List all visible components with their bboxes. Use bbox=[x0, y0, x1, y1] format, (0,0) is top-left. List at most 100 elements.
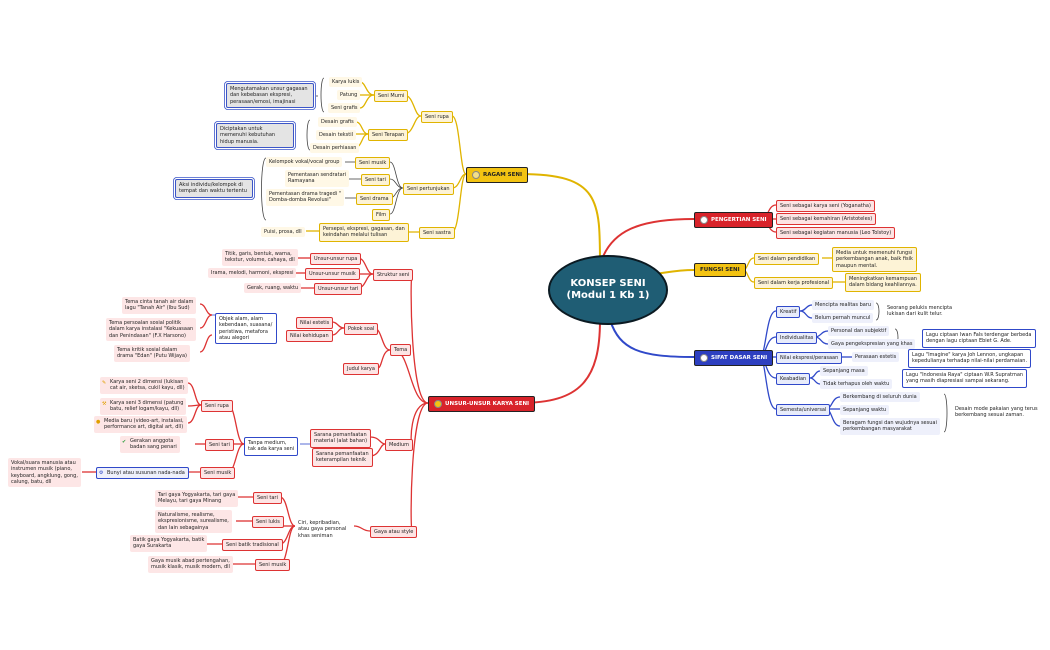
node-berkembang[interactable]: Berkembang di seluruh dunia bbox=[840, 392, 920, 403]
node-seni-sastra[interactable]: Seni sastra bbox=[419, 227, 455, 240]
node-seni-musik[interactable]: Seni musik bbox=[355, 157, 391, 170]
node-pementasan-ramayana[interactable]: Pementasan sendratari Ramayana bbox=[285, 170, 350, 187]
node-sepanjang-waktu[interactable]: Sepanjang waktu bbox=[840, 405, 890, 416]
node-judul-karya[interactable]: Judul karya bbox=[343, 363, 379, 376]
node-pokok-soal[interactable]: Pokok soal bbox=[344, 323, 379, 336]
node-struktur-seni[interactable]: Struktur seni bbox=[373, 269, 414, 282]
node-keabadian[interactable]: Keabadian bbox=[776, 373, 811, 386]
node-seni-pendidikan[interactable]: Seni dalam pendidikan bbox=[754, 253, 820, 266]
node-gaya-musik-desc[interactable]: Gaya musik abad pertengahan, musik klasi… bbox=[148, 556, 233, 573]
node-belum-muncul[interactable]: Belum pernah muncul bbox=[812, 313, 874, 324]
node-tanpa-medium[interactable]: Tanpa medium, tak ada karya seni bbox=[244, 437, 299, 456]
node-gaya-khas[interactable]: Gaya pengekspresian yang khas bbox=[828, 339, 916, 350]
node-gaya-batik-desc[interactable]: Batik gaya Yogyakarta, batik gaya Suraka… bbox=[130, 535, 208, 552]
node-media-baru[interactable]: ●Media baru (video-art, instalasi, perfo… bbox=[94, 416, 187, 433]
hammer-icon: ⚒ bbox=[102, 401, 107, 407]
node-unsur-tari[interactable]: Unsur-unsur tari bbox=[314, 283, 363, 296]
node-personal[interactable]: Personal dan subjektif bbox=[828, 326, 890, 337]
node-seni-drama[interactable]: Seni drama bbox=[356, 193, 393, 206]
node-desain-grafis[interactable]: Desain grafis bbox=[318, 117, 357, 128]
hub-ragam-seni[interactable]: RAGAM SENI bbox=[466, 167, 529, 183]
node-nilai-estetis[interactable]: Nilai estetis bbox=[296, 317, 334, 330]
node-tema[interactable]: Tema bbox=[390, 344, 412, 357]
label: Karya seni 3 dimensi (patung batu, relie… bbox=[110, 400, 184, 413]
node-gerakan[interactable]: ✔Gerakan anggota badan sang penari bbox=[120, 436, 180, 453]
node-pendidikan-desc[interactable]: Media untuk memenuhi fungsi perkembangan… bbox=[832, 247, 917, 272]
node-kreatif[interactable]: Kreatif bbox=[776, 306, 801, 319]
node-seni-pertunjukan[interactable]: Seni pertunjukan bbox=[403, 183, 454, 196]
node-gaya-style[interactable]: Gaya atau style bbox=[370, 526, 418, 539]
node-gaya-lukis[interactable]: Seni lukis bbox=[252, 516, 284, 529]
node-medium-rupa[interactable]: Seni rupa bbox=[201, 400, 233, 413]
node-seni-tari[interactable]: Seni tari bbox=[361, 174, 390, 187]
node-persepsi[interactable]: Persepsi, ekspresi, gagasan, dan keindah… bbox=[319, 223, 409, 242]
node-tema-persoalan[interactable]: Tema persoalan sosial politik dalam kary… bbox=[106, 318, 197, 341]
node-pengertian-1[interactable]: Seni sebagai karya seni (Yoganatha) bbox=[776, 200, 875, 213]
node-karya-3d[interactable]: ⚒Karya seni 3 dimensi (patung batu, reli… bbox=[100, 398, 187, 415]
node-desain-perhiasan[interactable]: Desain perhiasan bbox=[310, 143, 360, 154]
node-gaya-batik[interactable]: Seni batik tradisional bbox=[222, 539, 283, 552]
node-seni-terapan[interactable]: Seni Terapan bbox=[368, 129, 409, 142]
node-nilai-kehidupan[interactable]: Nilai kehidupan bbox=[286, 330, 333, 343]
hub-fungsi-seni[interactable]: FUNGSI SENI bbox=[694, 263, 746, 277]
label: Media baru (video-art, instalasi, perfor… bbox=[104, 418, 184, 431]
node-tidak-terhapus[interactable]: Tidak terhapus oleh waktu bbox=[820, 379, 893, 390]
node-unsur-rupa[interactable]: Unsur-unsur rupa bbox=[310, 253, 362, 266]
note-individualitas: Lagu ciptaan Iwan Fals terdengar berbeda… bbox=[922, 329, 1036, 348]
node-puisi[interactable]: Puisi, prosa, dll bbox=[261, 227, 305, 238]
node-perasaan-estetis[interactable]: Perasaan estetis bbox=[852, 352, 900, 363]
node-medium-musik[interactable]: Seni musik bbox=[200, 467, 236, 480]
node-gerak[interactable]: Gerak, ruang, waktu bbox=[244, 283, 302, 294]
node-medium[interactable]: Medium bbox=[385, 439, 413, 452]
label: Gerakan anggota badan sang penari bbox=[130, 438, 177, 451]
node-seni-grafis[interactable]: Seni grafis bbox=[328, 103, 361, 114]
node-ciri[interactable]: Ciri, kepribadian, atau gaya personal kh… bbox=[295, 518, 350, 541]
note-seni-pertunjukan: Aksi individu/kelompok di tempat dan wak… bbox=[175, 179, 253, 198]
node-titik-garis[interactable]: Titik, garis, bentuk, warna, tekstur, vo… bbox=[222, 249, 298, 266]
node-sarana-teknik[interactable]: Sarana pemanfaatan keterampilan teknik bbox=[312, 448, 373, 467]
node-vokal[interactable]: Vokal/suara manusia atau instrumen musik… bbox=[8, 458, 81, 487]
node-karya-lukis[interactable]: Karya lukis bbox=[329, 77, 363, 88]
node-tema-cinta[interactable]: Tema cinta tanah air dalam lagu "Tanah A… bbox=[122, 297, 197, 314]
node-nilai-ekspresi[interactable]: Nilai ekspresi/perasaan bbox=[776, 352, 843, 365]
settings-icon: ⚙ bbox=[99, 470, 104, 476]
node-kelompok-vokal[interactable]: Kelompok vokal/vocal group bbox=[266, 157, 343, 168]
node-irama[interactable]: Irama, melodi, harmoni, ekspresi bbox=[208, 268, 297, 279]
bulb-icon: ● bbox=[96, 419, 101, 425]
hub-label: SIFAT DASAR SENI bbox=[711, 355, 768, 361]
node-patung[interactable]: Patung bbox=[337, 90, 361, 101]
node-gaya-tari-desc[interactable]: Tari gaya Yogyakarta, tari gaya Melayu, … bbox=[155, 490, 239, 507]
node-objek-alam[interactable]: Objek alam, alam kebendaan, suasana/ per… bbox=[215, 313, 277, 344]
hub-sifat-dasar-seni[interactable]: SIFAT DASAR SENI bbox=[694, 350, 774, 366]
node-individualitas[interactable]: Individualitas bbox=[776, 332, 818, 345]
note-kreatif: Seorang pelukis mencipta lukisan dari ku… bbox=[884, 303, 956, 320]
node-seni-rupa[interactable]: Seni rupa bbox=[421, 111, 453, 124]
node-pengertian-3[interactable]: Seni sebagai kegiatan manusia (Leo Tolst… bbox=[776, 227, 896, 240]
node-medium-tari[interactable]: Seni tari bbox=[205, 439, 234, 452]
node-profesional-desc[interactable]: Meningkatkan kemampuan dalam bidang keah… bbox=[845, 273, 921, 292]
node-desain-tekstil[interactable]: Desain tekstil bbox=[316, 130, 357, 141]
node-sarana-material[interactable]: Sarana pemanfaatan material (alat bahan) bbox=[310, 429, 372, 448]
node-gaya-musik[interactable]: Seni musik bbox=[255, 559, 291, 572]
node-gaya-tari[interactable]: Seni tari bbox=[253, 492, 282, 505]
lightbulb-icon bbox=[472, 171, 480, 179]
hub-pengertian-seni[interactable]: PENGERTIAN SENI bbox=[694, 212, 773, 228]
node-beragam[interactable]: Beragam fungsi dan wujudnya sesuai perke… bbox=[840, 418, 940, 435]
node-semesta[interactable]: Semesta/universal bbox=[776, 404, 831, 417]
node-seni-murni[interactable]: Seni Murni bbox=[374, 90, 409, 103]
hub-label: FUNGSI SENI bbox=[700, 267, 740, 273]
node-sepanjang-masa[interactable]: Sepanjang masa bbox=[820, 366, 868, 377]
node-pengertian-2[interactable]: Seni sebagai kemahiran (Aristoteles) bbox=[776, 213, 877, 226]
node-mencipta[interactable]: Mencipta realitas baru bbox=[812, 300, 875, 311]
node-film[interactable]: Film bbox=[372, 209, 391, 222]
hub-unsur-karya-seni[interactable]: UNSUR-UNSUR KARYA SENI bbox=[428, 396, 536, 412]
central-topic[interactable]: KONSEP SENI (Modul 1 Kb 1) bbox=[548, 255, 668, 325]
node-karya-2d[interactable]: ✎Karya seni 2 dimensi (lukisan cat air, … bbox=[100, 377, 188, 394]
node-unsur-musik[interactable]: Unsur-unsur musik bbox=[305, 268, 360, 281]
node-pementasan-drama[interactable]: Pementasan drama tragedi " Domba-domba R… bbox=[266, 189, 345, 206]
node-bunyi[interactable]: ⚙Bunyi atau susunan nada-nada bbox=[96, 467, 189, 480]
node-seni-profesional[interactable]: Seni dalam kerja profesional bbox=[754, 277, 834, 290]
node-gaya-lukis-desc[interactable]: Naturalisme, realisme, ekspresionisme, s… bbox=[155, 510, 232, 533]
node-tema-kritik[interactable]: Tema kritik sosial dalam drama "Edan" (P… bbox=[114, 345, 190, 362]
